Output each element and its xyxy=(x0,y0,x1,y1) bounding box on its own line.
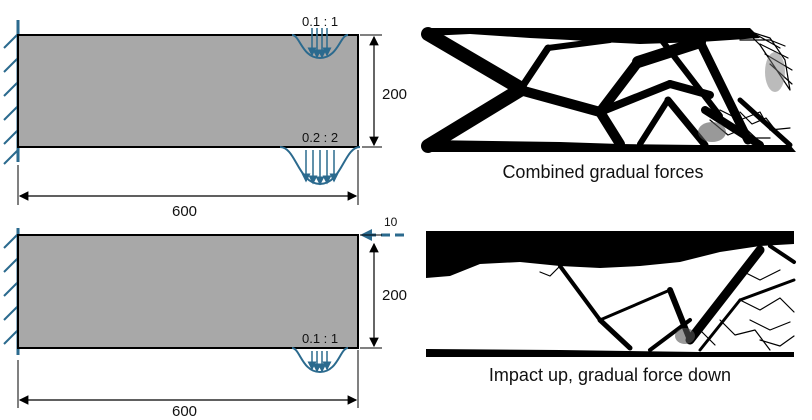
top-result-caption: Combined gradual forces xyxy=(502,162,703,182)
top-fixed-support xyxy=(3,20,20,165)
top-load-bottom-edge xyxy=(279,146,361,186)
bottom-optimized-structure xyxy=(426,231,796,357)
bottom-height-label: 200 xyxy=(382,287,407,304)
bottom-height-dimension xyxy=(360,234,382,349)
top-width-label: 600 xyxy=(172,203,197,220)
bottom-side-load-label: 10 xyxy=(384,215,398,229)
top-width-dimension xyxy=(17,150,359,205)
bottom-design-domain xyxy=(17,234,359,349)
top-height-dimension xyxy=(360,34,382,148)
bottom-load-bottom-edge xyxy=(291,347,349,374)
top-problem: 0.1 : 1 0.2 : 2 600 200 xyxy=(3,14,407,220)
bottom-problem: 10 0.1 : 1 600 200 xyxy=(3,215,407,420)
top-load-top-edge xyxy=(291,28,349,60)
bottom-width-label: 600 xyxy=(172,403,197,420)
top-height-label: 200 xyxy=(382,86,407,103)
bottom-result-caption: Impact up, gradual force down xyxy=(489,365,731,385)
top-load-top-label: 0.1 : 1 xyxy=(302,14,338,29)
bottom-fixed-support xyxy=(3,228,20,355)
bottom-width-dimension xyxy=(17,350,359,408)
top-load-bottom-label: 0.2 : 2 xyxy=(302,130,338,145)
bottom-load-bottom-label: 0.1 : 1 xyxy=(302,331,338,346)
top-optimized-structure xyxy=(421,27,796,153)
top-design-domain xyxy=(17,34,359,148)
